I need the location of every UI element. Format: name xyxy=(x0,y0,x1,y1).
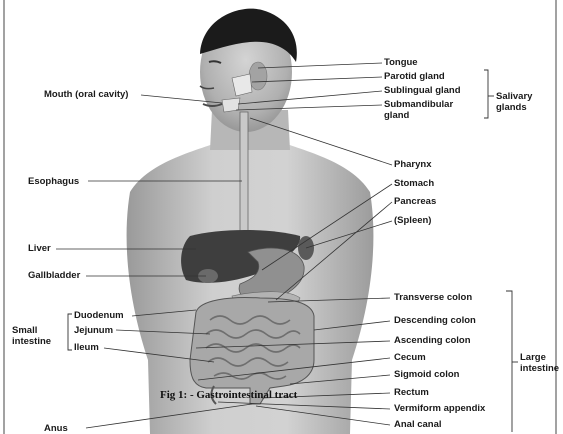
label-rectum: Rectum xyxy=(394,387,429,398)
small-intestine-bracket xyxy=(68,314,72,350)
label-ascending-colon: Ascending colon xyxy=(394,335,471,346)
parotid-gland-shape xyxy=(232,74,252,96)
label-esophagus: Esophagus xyxy=(28,176,79,187)
label-sublingual: Sublingual gland xyxy=(384,85,461,96)
label-salivary-glands: Salivary glands xyxy=(496,91,532,113)
label-submandibular: Submandibular gland xyxy=(384,99,453,121)
label-small-intestine: Small intestine xyxy=(12,325,51,347)
label-anal-canal: Anal canal xyxy=(394,419,442,430)
label-pancreas: Pancreas xyxy=(394,196,436,207)
ear xyxy=(249,62,267,90)
label-jejunum: Jejunum xyxy=(74,325,113,336)
label-gallbladder: Gallbladder xyxy=(28,270,80,281)
label-sigmoid-colon: Sigmoid colon xyxy=(394,369,459,380)
label-spleen: (Spleen) xyxy=(394,215,431,226)
label-transverse-colon: Transverse colon xyxy=(394,292,472,303)
figure-caption: Fig 1: - Gastrointestinal tract xyxy=(160,389,297,401)
label-stomach: Stomach xyxy=(394,178,434,189)
label-ileum: Ileum xyxy=(74,342,99,353)
large-intestine-bracket xyxy=(506,291,512,432)
label-anus: Anus xyxy=(44,423,68,434)
label-vermiform-appendix: Vermiform appendix xyxy=(394,403,485,414)
salivary-bracket xyxy=(484,70,488,118)
label-cecum: Cecum xyxy=(394,352,426,363)
label-descending-colon: Descending colon xyxy=(394,315,476,326)
label-pharynx: Pharynx xyxy=(394,159,432,170)
label-large-intestine: Large intestine xyxy=(520,352,559,374)
label-duodenum: Duodenum xyxy=(74,310,124,321)
label-liver: Liver xyxy=(28,243,51,254)
label-tongue: Tongue xyxy=(384,57,418,68)
label-parotid: Parotid gland xyxy=(384,71,445,82)
label-mouth: Mouth (oral cavity) xyxy=(44,89,128,100)
